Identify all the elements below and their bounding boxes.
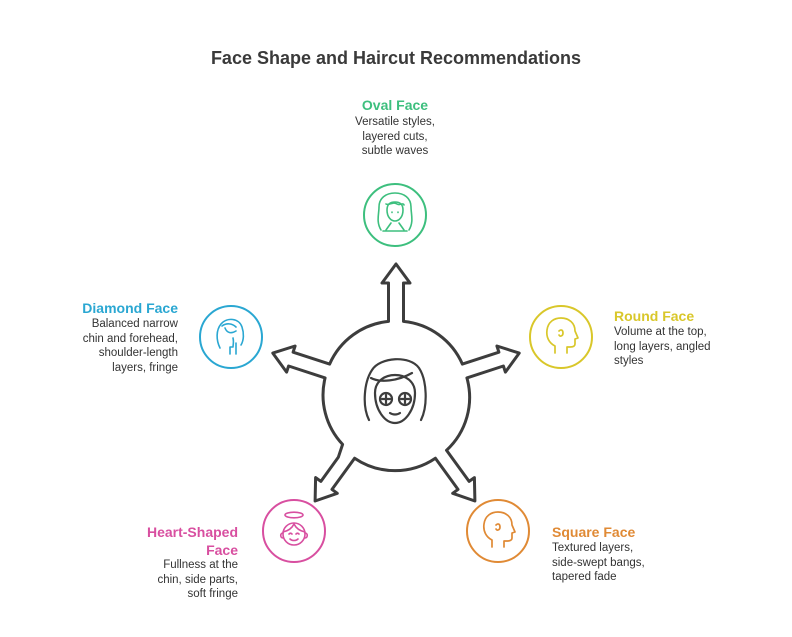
square-face-circle xyxy=(466,499,530,563)
heart-face-title-line1: Heart-Shaped xyxy=(146,524,238,540)
heart-face-circle xyxy=(262,499,326,563)
round-face-circle xyxy=(529,305,593,369)
woman-profile-icon xyxy=(216,318,245,355)
angel-face-icon xyxy=(279,511,309,546)
oval-face-title: Oval Face xyxy=(361,97,429,113)
square-face-title: Square Face xyxy=(552,524,636,540)
diamond-face-title: Diamond Face xyxy=(82,300,178,316)
round-face-head-profile-icon xyxy=(545,317,579,354)
heart-face-title-line2: Face xyxy=(206,542,238,558)
oval-face-description: Versatile styles, layered cuts, subtle w… xyxy=(355,116,435,157)
square-face-head-profile-icon xyxy=(482,511,516,548)
central-hub-with-arrows xyxy=(271,262,521,503)
round-face-title: Round Face xyxy=(614,308,695,324)
heart-face-description: Fullness at the chin, side parts, soft f… xyxy=(157,559,238,600)
diamond-face-circle xyxy=(199,305,263,369)
square-face-description: Textured layers, side-swept bangs, taper… xyxy=(552,542,645,583)
diagram-title: Face Shape and Haircut Recommendations xyxy=(210,48,582,68)
face-icon xyxy=(363,358,427,425)
oval-face-circle xyxy=(363,183,427,247)
woman-curly-hair-icon xyxy=(377,192,413,232)
round-face-description: Volume at the top, long layers, angled s… xyxy=(614,326,711,367)
diamond-face-description: Balanced narrow chin and forehead, shoul… xyxy=(82,318,178,374)
